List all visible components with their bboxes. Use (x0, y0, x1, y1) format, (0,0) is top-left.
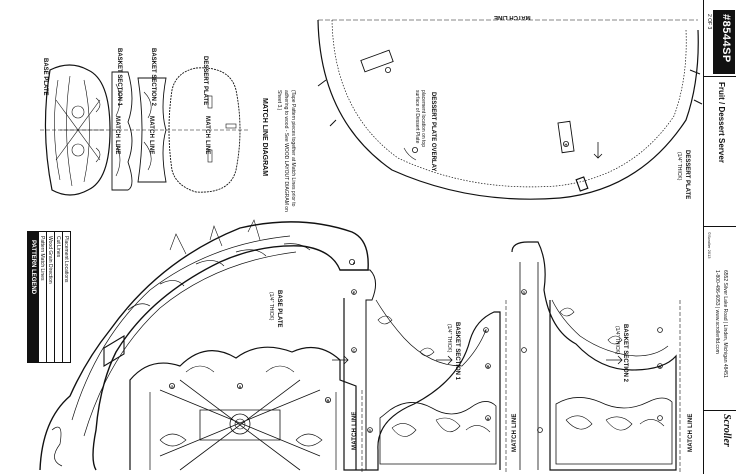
diagram-heading: MATCH LINE DIAGRAM (261, 98, 268, 177)
marker-letter: D (369, 428, 372, 433)
diagram-label-dessert: DESSERT PLATE (202, 56, 208, 106)
title-block-divider (703, 226, 736, 227)
marker-letter: B (487, 364, 490, 369)
marker-letter: A (487, 416, 490, 421)
basket-section-2-piece (511, 241, 677, 471)
marker-letter: B (327, 398, 330, 403)
diagram-dessert-plate (168, 67, 241, 193)
brand-contact: 1-800-486-6053 | www.scrollerltd.com (714, 270, 720, 354)
diagram-match-line-1: MATCH LINE (114, 116, 120, 155)
basket-2-label: BASKET SECTION 2 (622, 324, 628, 383)
diagram-label-basket-2: BASKET SECTION 2 (150, 48, 156, 107)
diagram-label-basket-1: BASKET SECTION 1 (116, 48, 122, 107)
pattern-title: Fruit / Dessert Server (717, 82, 726, 163)
base-plate-piece (39, 219, 369, 471)
title-block-divider (703, 76, 736, 77)
diagram-note: (Tape Pattern pieces together at Match L… (276, 90, 296, 212)
sheet-number: 2 OF 3 (706, 14, 712, 30)
legend-heading: PATTERN LEGEND (30, 240, 36, 295)
legend-row-label: Pattern Match Lines (39, 236, 45, 281)
match-line-basket-1: MATCH LINE (512, 413, 518, 452)
pattern-number-box (713, 10, 735, 74)
dessert-plate-thickness: (1/4" THICK) (676, 152, 682, 181)
diagram-match-line-2: MATCH LINE (148, 116, 154, 155)
marker-letter: C (485, 328, 488, 333)
marker-letter: D (523, 290, 526, 295)
legend-row: Cut Lines (54, 232, 62, 362)
dessert-plate-label: DESSERT PLATE (684, 150, 690, 200)
brand-address: 6552 Silver Lake Road | Linden, Michigan… (722, 270, 728, 378)
marker-letter: A (239, 384, 242, 389)
marker-letter: C (353, 348, 356, 353)
marker-letter: H (565, 142, 568, 147)
dessert-overlay-note: placement location on top surface of Des… (414, 90, 426, 147)
legend-row: Placement Locations (62, 232, 70, 362)
basket-1-label: BASKET SECTION 1 (454, 322, 460, 381)
basket-section-1-piece (343, 269, 501, 471)
brand-logo: Scroller (721, 414, 732, 447)
legend-row-label: Placement Locations (63, 236, 69, 283)
marker-letter: F (353, 261, 356, 266)
legend-row: Wood Grain Direction (46, 232, 54, 362)
diagram-match-line-3: MATCH LINE (204, 116, 210, 155)
dessert-plate-outline (317, 19, 703, 200)
legend-row-label: Cut Lines (55, 236, 61, 258)
base-plate-label: BASE PLATE (276, 290, 282, 328)
match-line-basket-2: MATCH LINE (688, 413, 694, 452)
title-block (703, 0, 736, 474)
diagram-basket-1 (111, 71, 133, 191)
basket-1-thickness: (1/4" THICK) (446, 324, 452, 353)
copyright: ©Scroller 2013 (707, 232, 712, 259)
diagram-label-base: BASE PLATE (42, 58, 48, 96)
marker-letter: G (170, 384, 173, 389)
legend-heading-bar: PATTERN LEGEND (28, 232, 38, 362)
legend-row-label: Wood Grain Direction (47, 236, 53, 284)
diagram-basket-2 (137, 77, 167, 183)
dessert-overlay-title: DESSERT PLATE OVERLAY (430, 92, 436, 172)
base-plate-thickness: (1/4" THICK) (268, 292, 274, 321)
title-block-divider (703, 410, 736, 411)
pattern-legend: PATTERN LEGEND Pattern Match Lines Wood … (27, 231, 71, 363)
marker-letter: E (353, 290, 356, 295)
match-line-base: MATCH LINE (352, 411, 358, 450)
legend-row: Pattern Match Lines (38, 232, 46, 362)
pattern-number: #8544SP (720, 14, 732, 63)
dessert-match-line: MATCH LINE (494, 14, 531, 20)
marker-letter: B (659, 364, 662, 369)
basket-2-thickness: (1/4" THICK) (614, 326, 620, 355)
